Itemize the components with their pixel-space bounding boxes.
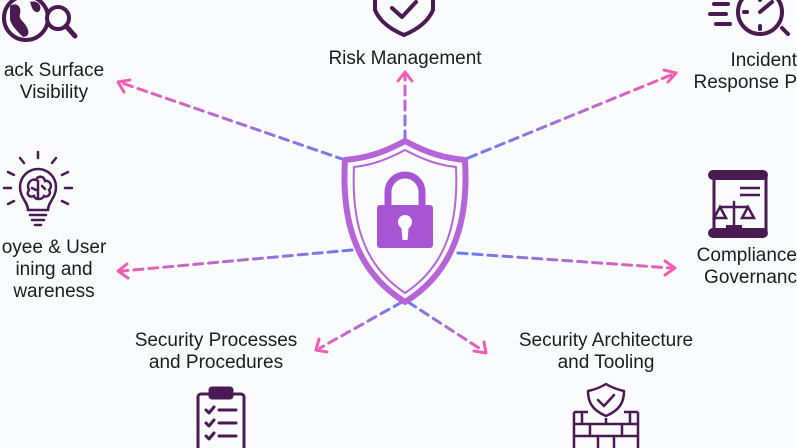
arrow-to-security-processes bbox=[318, 300, 404, 350]
scroll-scales-icon bbox=[708, 170, 768, 238]
arrowhead-compliance bbox=[663, 259, 677, 277]
checklist-clipboard-icon bbox=[196, 386, 246, 448]
label-attack-surface: ack Surface Visibility bbox=[3, 60, 105, 103]
arrowhead-risk-management bbox=[396, 70, 414, 83]
shield-check-icon bbox=[373, 0, 435, 37]
arrowhead-incident-response bbox=[662, 68, 678, 84]
globe-search-icon bbox=[2, 0, 78, 42]
arrowhead-employee-training bbox=[116, 262, 130, 280]
label-security-processes: Security Processes and Procedures bbox=[134, 330, 298, 373]
label-compliance: Compliance Governanc bbox=[696, 245, 797, 288]
arrowhead-attack-surface bbox=[116, 78, 132, 94]
firewall-shield-icon bbox=[572, 382, 640, 448]
stopwatch-icon bbox=[708, 0, 790, 36]
label-risk-management: Risk Management bbox=[328, 48, 482, 69]
arrowhead-security-architecture bbox=[472, 340, 488, 355]
label-incident-response: Incident Response P bbox=[693, 50, 797, 93]
arrow-to-security-architecture bbox=[406, 300, 484, 352]
label-employee-training: oyee & User ining and wareness bbox=[1, 237, 107, 302]
arrow-to-attack-surface bbox=[120, 81, 347, 162]
arrowhead-security-processes bbox=[314, 337, 329, 354]
arrow-to-incident-response bbox=[466, 73, 673, 160]
arrow-to-compliance bbox=[456, 251, 673, 270]
shield-lock-icon bbox=[341, 138, 469, 305]
brain-lightbulb-icon bbox=[2, 150, 74, 227]
arrow-to-employee-training bbox=[120, 248, 354, 273]
label-security-architecture: Security Architecture and Tooling bbox=[518, 330, 694, 373]
